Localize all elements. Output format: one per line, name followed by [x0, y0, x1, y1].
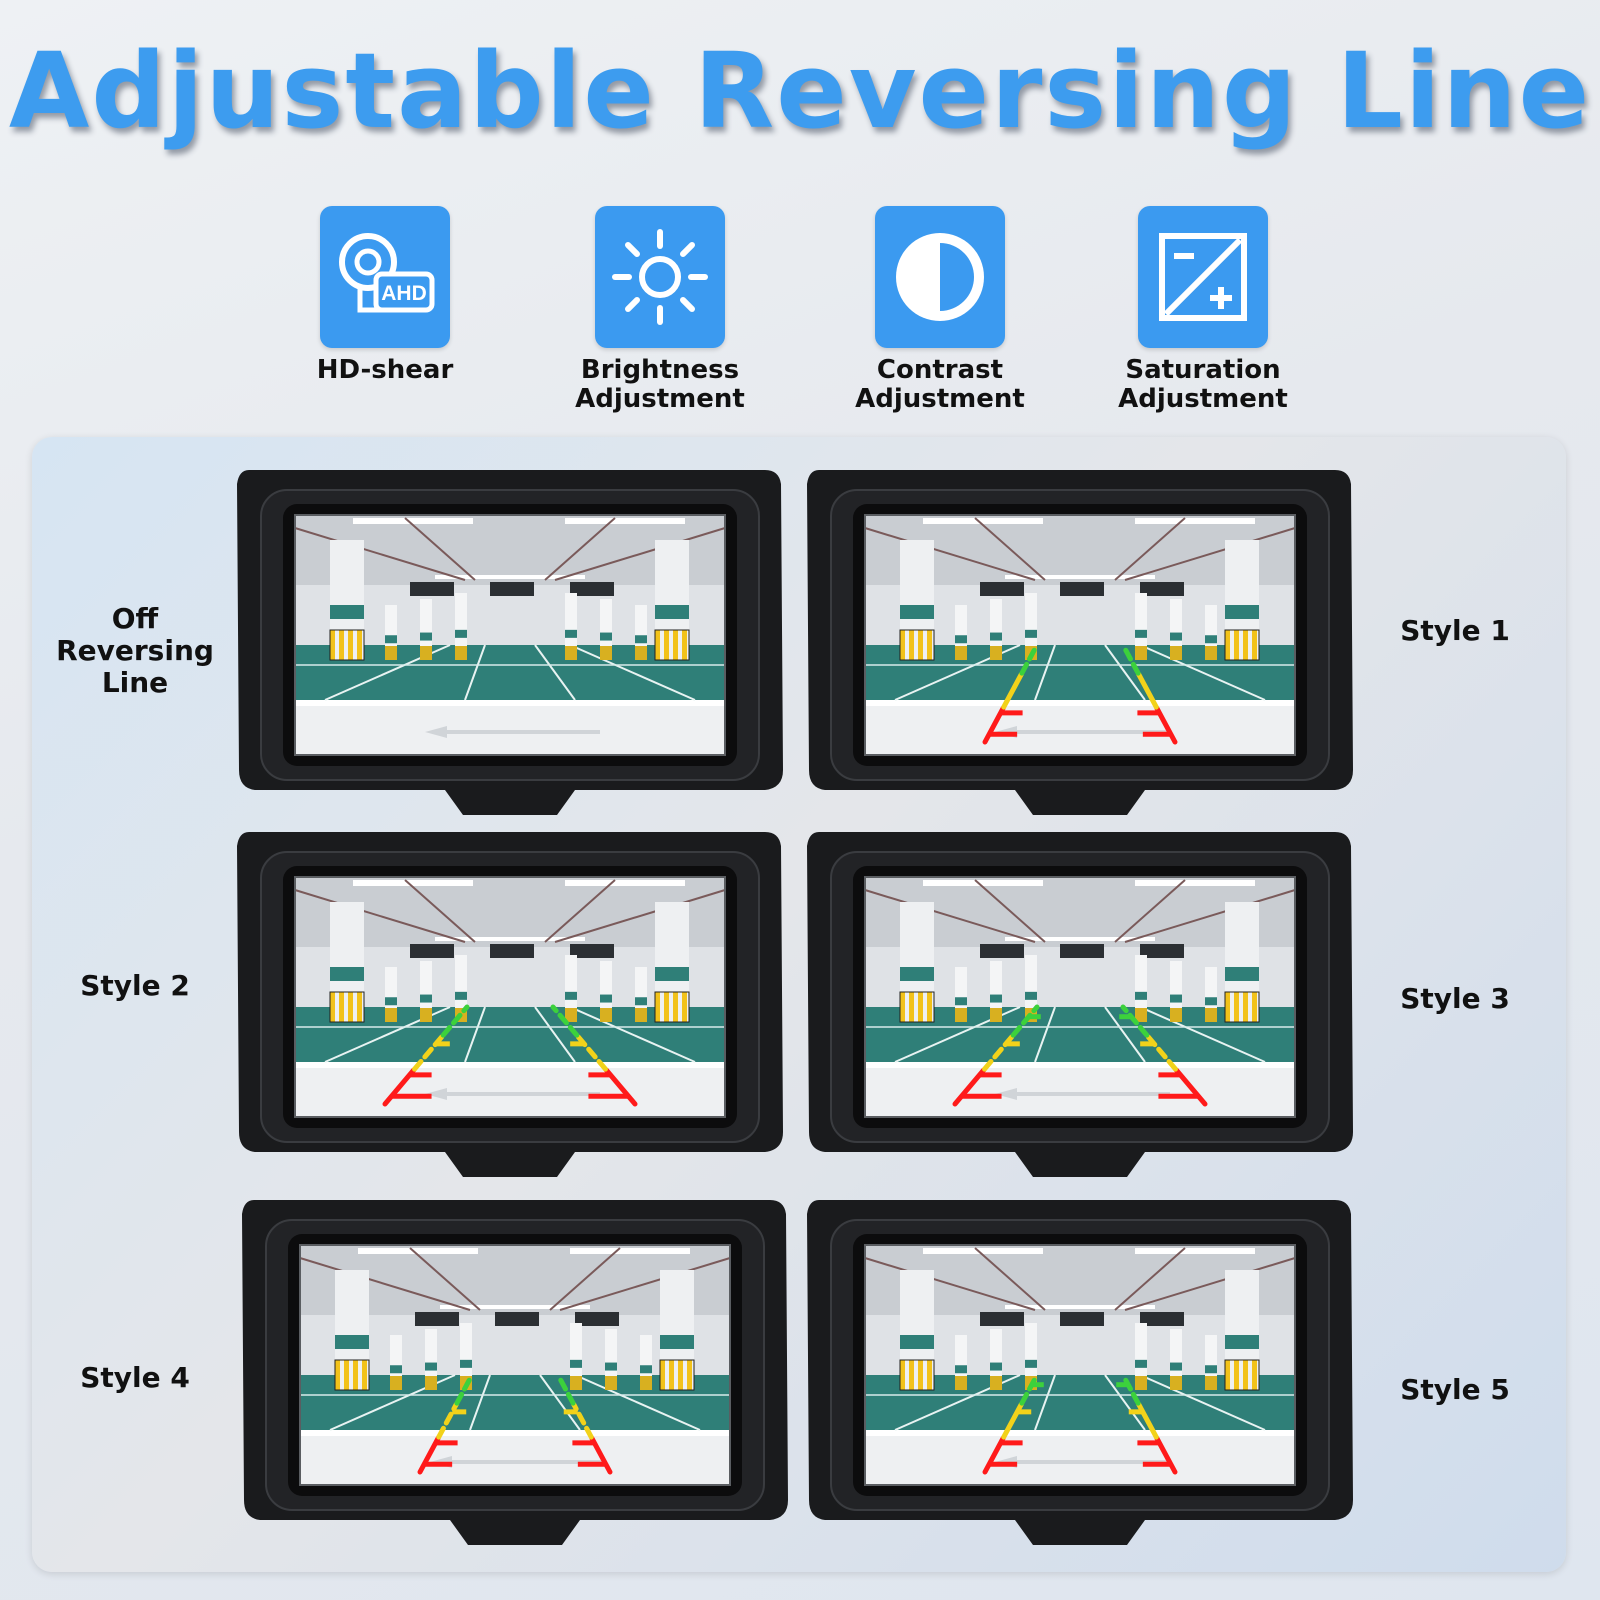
contrast-icon [875, 206, 1005, 348]
monitor-style-5 [805, 1200, 1355, 1545]
monitor-off [235, 470, 785, 815]
screen-edge [864, 1244, 1296, 1486]
screen-edge [864, 514, 1296, 756]
monitor-style-3 [805, 832, 1355, 1177]
camera-view [864, 1245, 1296, 1485]
camera-view [294, 877, 726, 1117]
guide-yellow-line-left [1001, 671, 1024, 710]
feature-brightness: Brightness Adjustment [530, 206, 790, 414]
guide-yellow-line-right [1136, 671, 1159, 710]
monitor-label: Style 3 [1400, 982, 1510, 1015]
screen-edge [864, 876, 1296, 1118]
guide-red-line-left [382, 1067, 417, 1107]
guide-red-line-right [589, 1435, 613, 1475]
monitor-style-2 [235, 832, 785, 1177]
guide-green-line-left [1019, 642, 1040, 676]
monitor-label: Style 1 [1400, 614, 1510, 647]
feature-hd-shear: AHD HD-shear [255, 206, 515, 385]
monitor-label: Style 2 [80, 969, 190, 1002]
guide-green-line-left [454, 1372, 475, 1406]
monitor-svg [242, 1200, 788, 1545]
monitor-svg [807, 1200, 1353, 1545]
guide-green-line-right [1120, 642, 1141, 676]
guide-red-line-right [1154, 1435, 1178, 1475]
ahd-badge: AHD [381, 282, 427, 305]
page-title: Adjustable Reversing Line [8, 30, 1592, 152]
guide-green-line-left [1010, 1004, 1040, 1038]
guide-red-line-left [952, 1067, 987, 1107]
guide-red-line-right [1154, 705, 1178, 745]
screen-edge [294, 876, 726, 1118]
monitor-style-4 [240, 1200, 790, 1545]
guide-green-line-right [555, 1372, 576, 1406]
ahd-camera-icon: AHD [320, 206, 450, 348]
guide-red-line-left [417, 1435, 441, 1475]
monitor-label: Off Reversing Line [56, 602, 214, 699]
feature-saturation: Saturation Adjustment [1073, 206, 1333, 414]
monitor-style-1 [805, 470, 1355, 815]
guide-green-line-right [1120, 1004, 1150, 1038]
guide-green-line-left [1019, 1372, 1040, 1406]
guide-red-line-right [603, 1067, 638, 1107]
guide-green-line-right [1120, 1372, 1141, 1406]
guide-red-line-right [1173, 1067, 1208, 1107]
screen-edge [299, 1244, 731, 1486]
guide-red-line-left [982, 705, 1006, 745]
feature-contrast: Contrast Adjustment [810, 206, 1070, 414]
camera-view [299, 1245, 731, 1485]
monitor-svg [807, 470, 1353, 815]
camera-view [864, 515, 1296, 755]
camera-view [294, 515, 726, 755]
monitor-label: Style 5 [1400, 1373, 1510, 1406]
guide-green-line-left [440, 1004, 470, 1038]
feature-label: HD-shear [316, 355, 454, 385]
monitor-label: Style 4 [80, 1361, 190, 1394]
monitor-svg [237, 832, 783, 1177]
feature-label: Brightness Adjustment [575, 355, 745, 414]
monitor-svg [807, 832, 1353, 1177]
guide-red-line-left [982, 1435, 1006, 1475]
feature-label: Contrast Adjustment [855, 355, 1025, 414]
brightness-sun-icon [595, 206, 725, 348]
screen-edge [294, 514, 726, 756]
guide-green-line-right [550, 1004, 580, 1038]
monitor-svg [237, 470, 783, 815]
saturation-icon [1138, 206, 1268, 348]
feature-label: Saturation Adjustment [1118, 355, 1288, 414]
camera-view [864, 877, 1296, 1117]
